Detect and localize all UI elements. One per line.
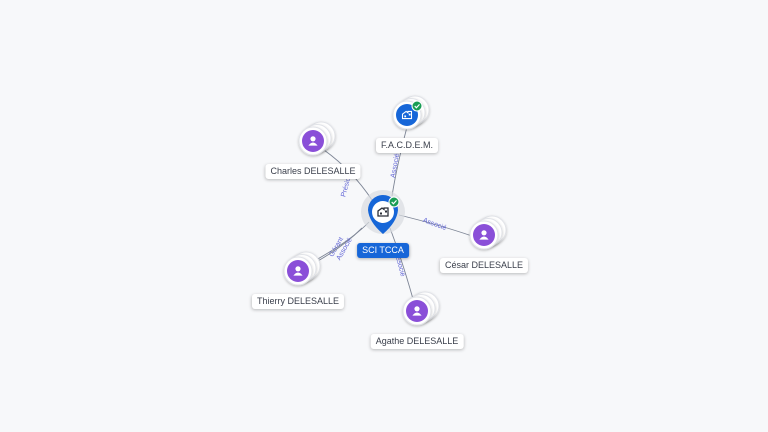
node-agathe[interactable] bbox=[402, 291, 440, 326]
verified-check-icon bbox=[388, 196, 400, 208]
node-cesar[interactable] bbox=[469, 215, 507, 250]
user-icon bbox=[479, 230, 489, 240]
user-icon bbox=[293, 266, 303, 276]
user-icon bbox=[308, 136, 318, 146]
node-label-facdem: F.A.C.D.E.M. bbox=[375, 138, 439, 153]
node-label-cesar: César DELESALLE bbox=[439, 258, 529, 273]
edge-cesar bbox=[398, 214, 473, 237]
node-facdem[interactable] bbox=[392, 95, 430, 130]
node-center[interactable] bbox=[361, 190, 405, 234]
node-label-center: SCI TCCA bbox=[357, 243, 409, 258]
node-charles[interactable] bbox=[298, 121, 336, 156]
edge-facdem bbox=[391, 126, 408, 197]
node-label-agathe: Agathe DELESALLE bbox=[370, 334, 464, 349]
user-icon bbox=[412, 306, 422, 316]
node-label-thierry: Thierry DELESALLE bbox=[251, 294, 345, 309]
edge-label: Associé bbox=[390, 153, 401, 178]
node-label-charles: Charles DELESALLE bbox=[265, 164, 361, 179]
edge-label: Associé bbox=[422, 217, 448, 232]
building-icon bbox=[377, 207, 389, 217]
node-thierry[interactable] bbox=[283, 251, 321, 286]
edge-agathe bbox=[389, 227, 414, 300]
verified-check-icon bbox=[411, 100, 423, 112]
building-icon bbox=[401, 110, 413, 120]
